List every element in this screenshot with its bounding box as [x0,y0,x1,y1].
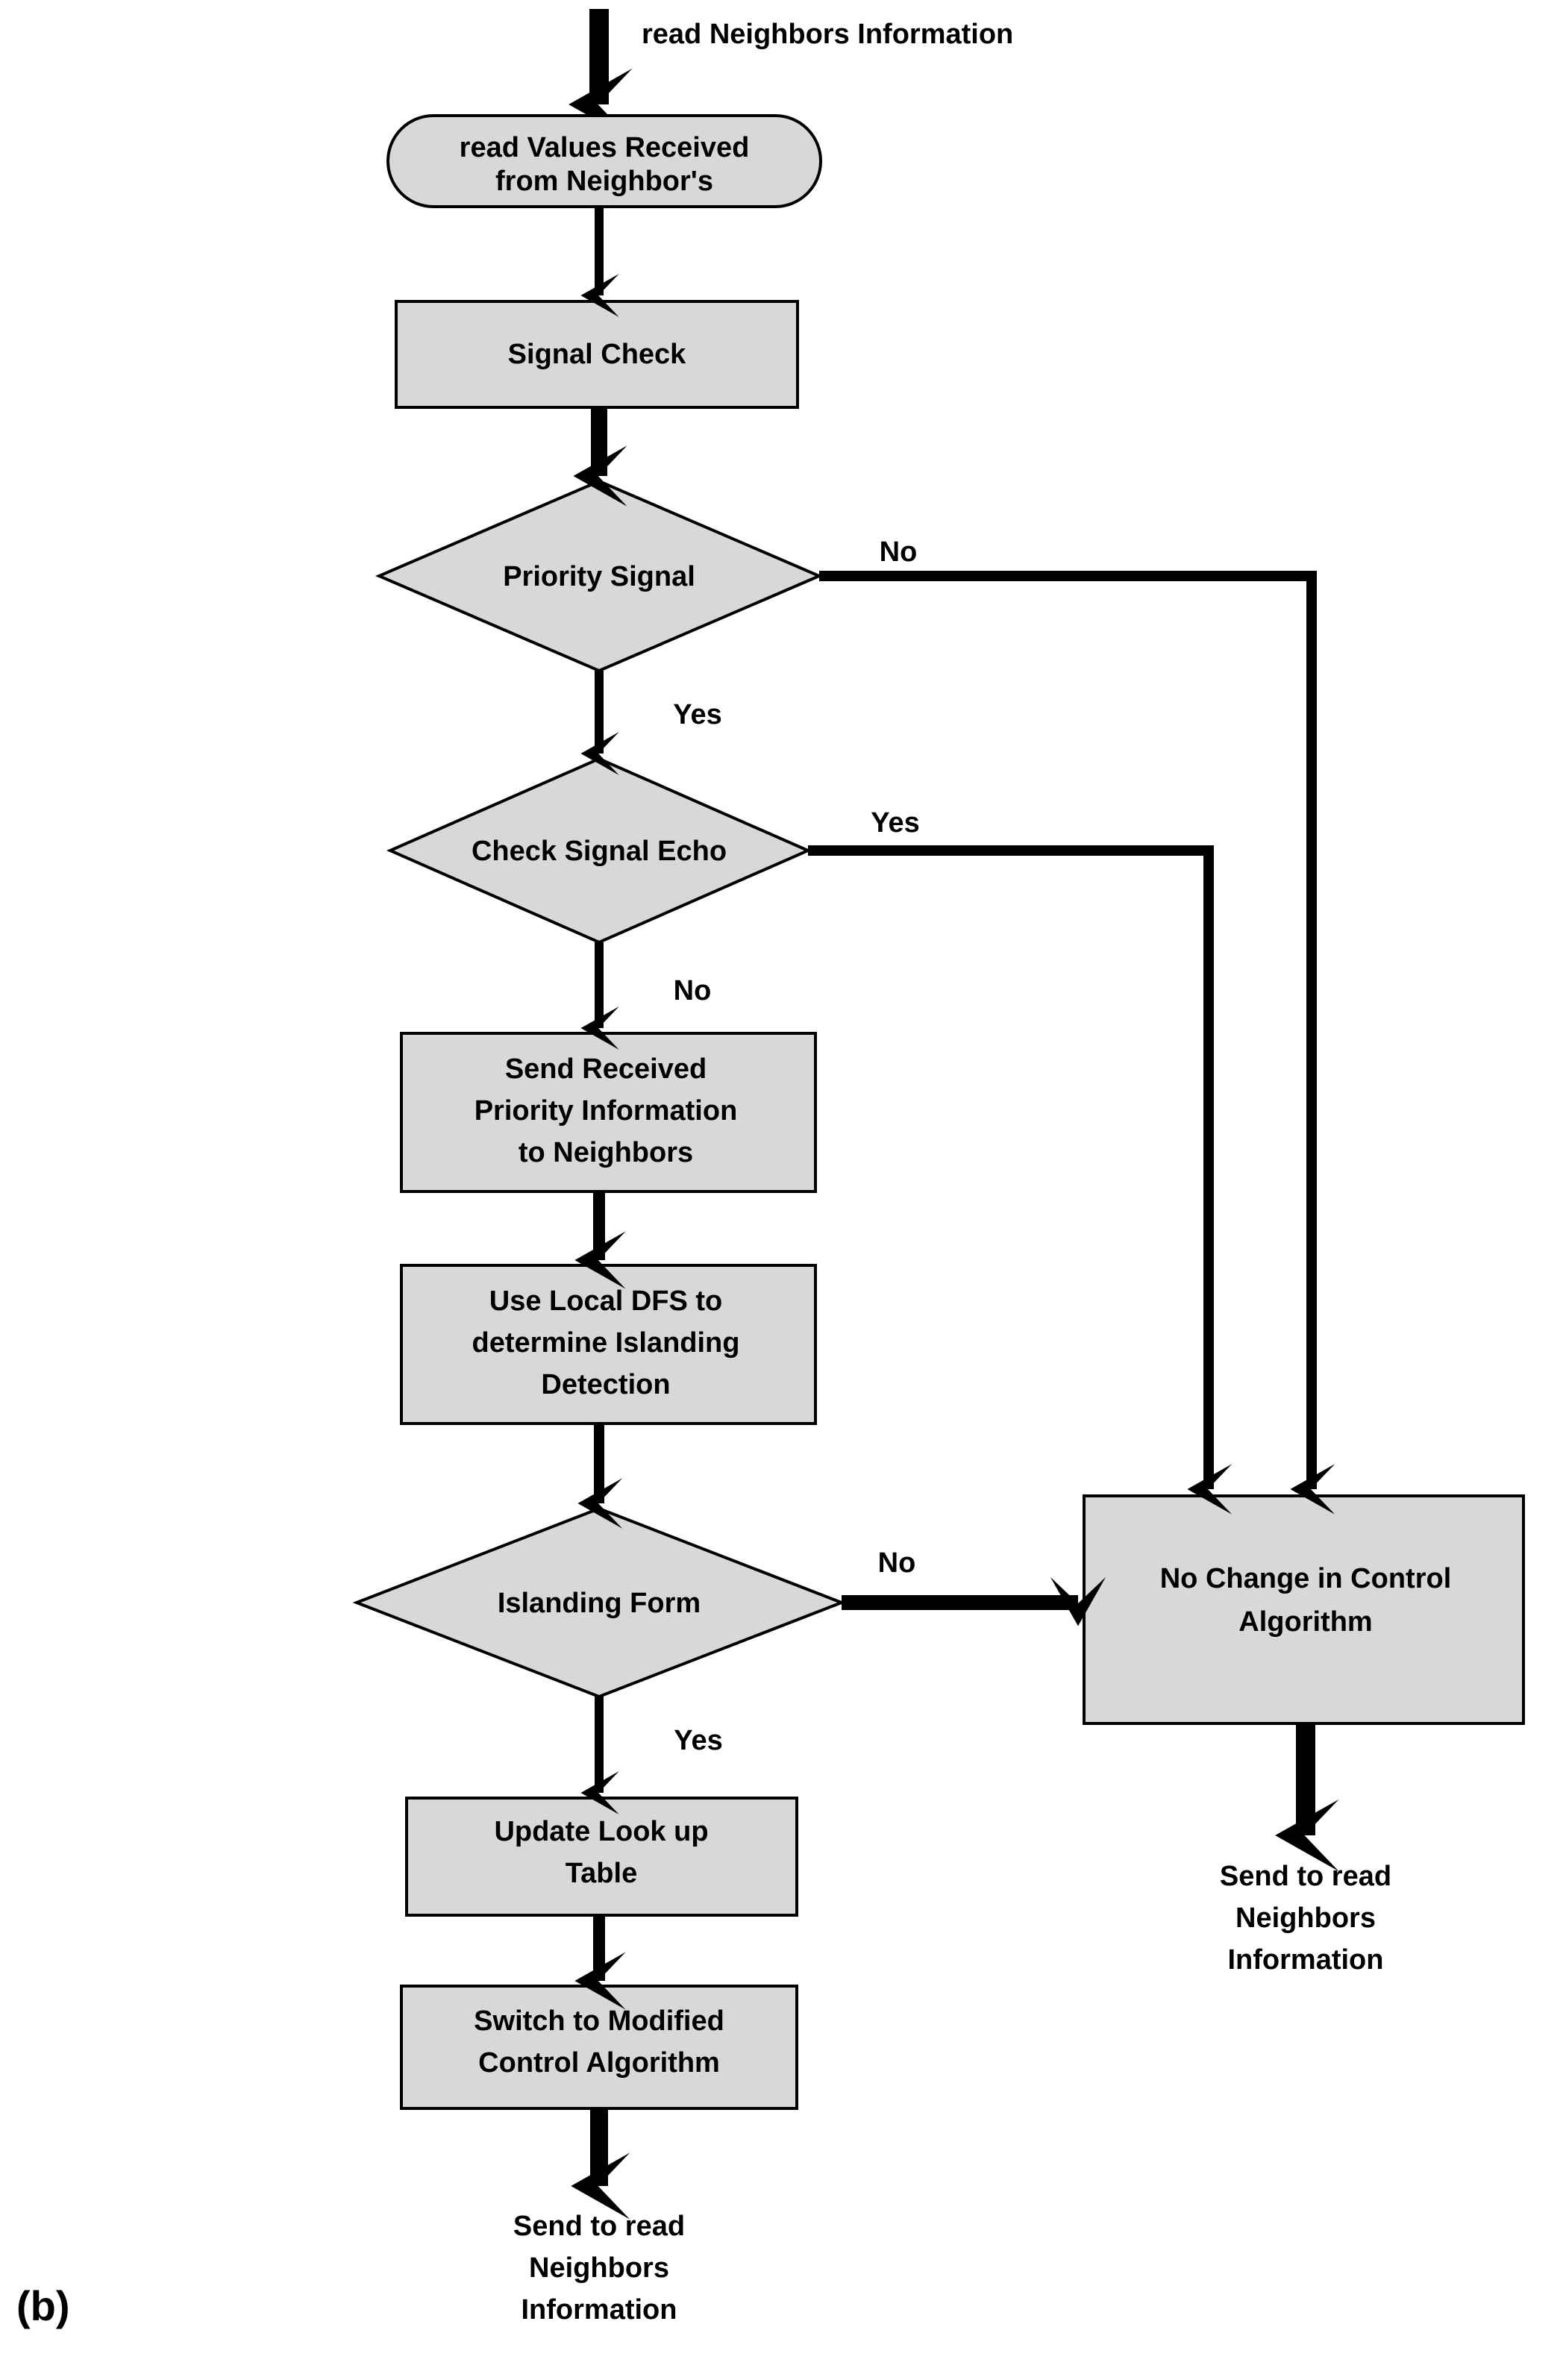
right-exit-line2: Neighbors [1235,1903,1376,1934]
right-exit-line3: Information [1228,1944,1384,1976]
node-signal-check-label: Signal Check [508,339,686,370]
left-exit-line2: Neighbors [529,2252,669,2284]
node-send-received-priority[interactable]: Send Received Priority Information to Ne… [400,1032,817,1193]
edge-label-echo-no: No [674,975,712,1006]
node-no-change-control[interactable]: No Change in Control Algorithm [1083,1494,1525,1725]
node-read-values-line1: read Values Received [460,132,750,163]
node-signal-check[interactable]: Signal Check [395,300,799,409]
edge-label-priority-yes: Yes [673,699,722,730]
node-switch-modified-line1: Switch to Modified [474,2005,724,2037]
node-read-values-received[interactable]: read Values Received from Neighbor's [386,114,822,208]
edge-label-islanding-yes: Yes [674,1725,723,1756]
node-update-lookup-line1: Update Look up [494,1816,708,1847]
right-exit-line1: Send to read [1220,1861,1391,1892]
terminal-left-exit: Send to read Neighbors Information [513,2211,685,2326]
edge-label-echo-yes: Yes [871,807,920,839]
entry-label: read Neighbors Information [642,19,1013,50]
edge-label-islanding-no: No [878,1547,916,1579]
connector-checksignalecho-yes [808,845,1233,1515]
panel-label: (b) [16,2282,70,2329]
edge-label-priority-no: No [880,536,918,568]
node-send-received-line3: to Neighbors [519,1137,693,1168]
left-exit-line3: Information [522,2294,677,2326]
node-update-lookup-table[interactable]: Update Look up Table [405,1797,798,1917]
connector-prioritysignal-no [819,571,1335,1515]
node-use-local-dfs[interactable]: Use Local DFS to determine Islanding Det… [400,1264,817,1425]
node-use-local-dfs-line2: determine Islanding [472,1327,740,1359]
node-update-lookup-line2: Table [566,1858,637,1889]
node-check-signal-echo-label: Check Signal Echo [472,836,727,867]
node-check-signal-echo[interactable]: Check Signal Echo [386,757,812,945]
node-priority-signal[interactable]: Priority Signal [375,479,824,673]
node-send-received-line2: Priority Information [475,1095,738,1127]
node-send-received-line1: Send Received [505,1053,707,1085]
node-no-change-line2: Algorithm [1238,1606,1372,1638]
left-exit-line1: Send to read [513,2211,685,2242]
node-islanding-form[interactable]: Islanding Form [352,1506,846,1699]
node-priority-signal-label: Priority Signal [503,561,695,592]
node-use-local-dfs-line1: Use Local DFS to [489,1285,723,1317]
node-islanding-form-label: Islanding Form [498,1588,701,1619]
node-no-change-line1: No Change in Control [1160,1563,1452,1594]
node-switch-modified-line2: Control Algorithm [478,2047,720,2079]
node-use-local-dfs-line3: Detection [541,1369,670,1400]
node-read-values-line2: from Neighbor's [495,166,713,197]
node-switch-modified-control[interactable]: Switch to Modified Control Algorithm [400,1985,798,2110]
terminal-right-exit: Send to read Neighbors Information [1220,1861,1391,1976]
